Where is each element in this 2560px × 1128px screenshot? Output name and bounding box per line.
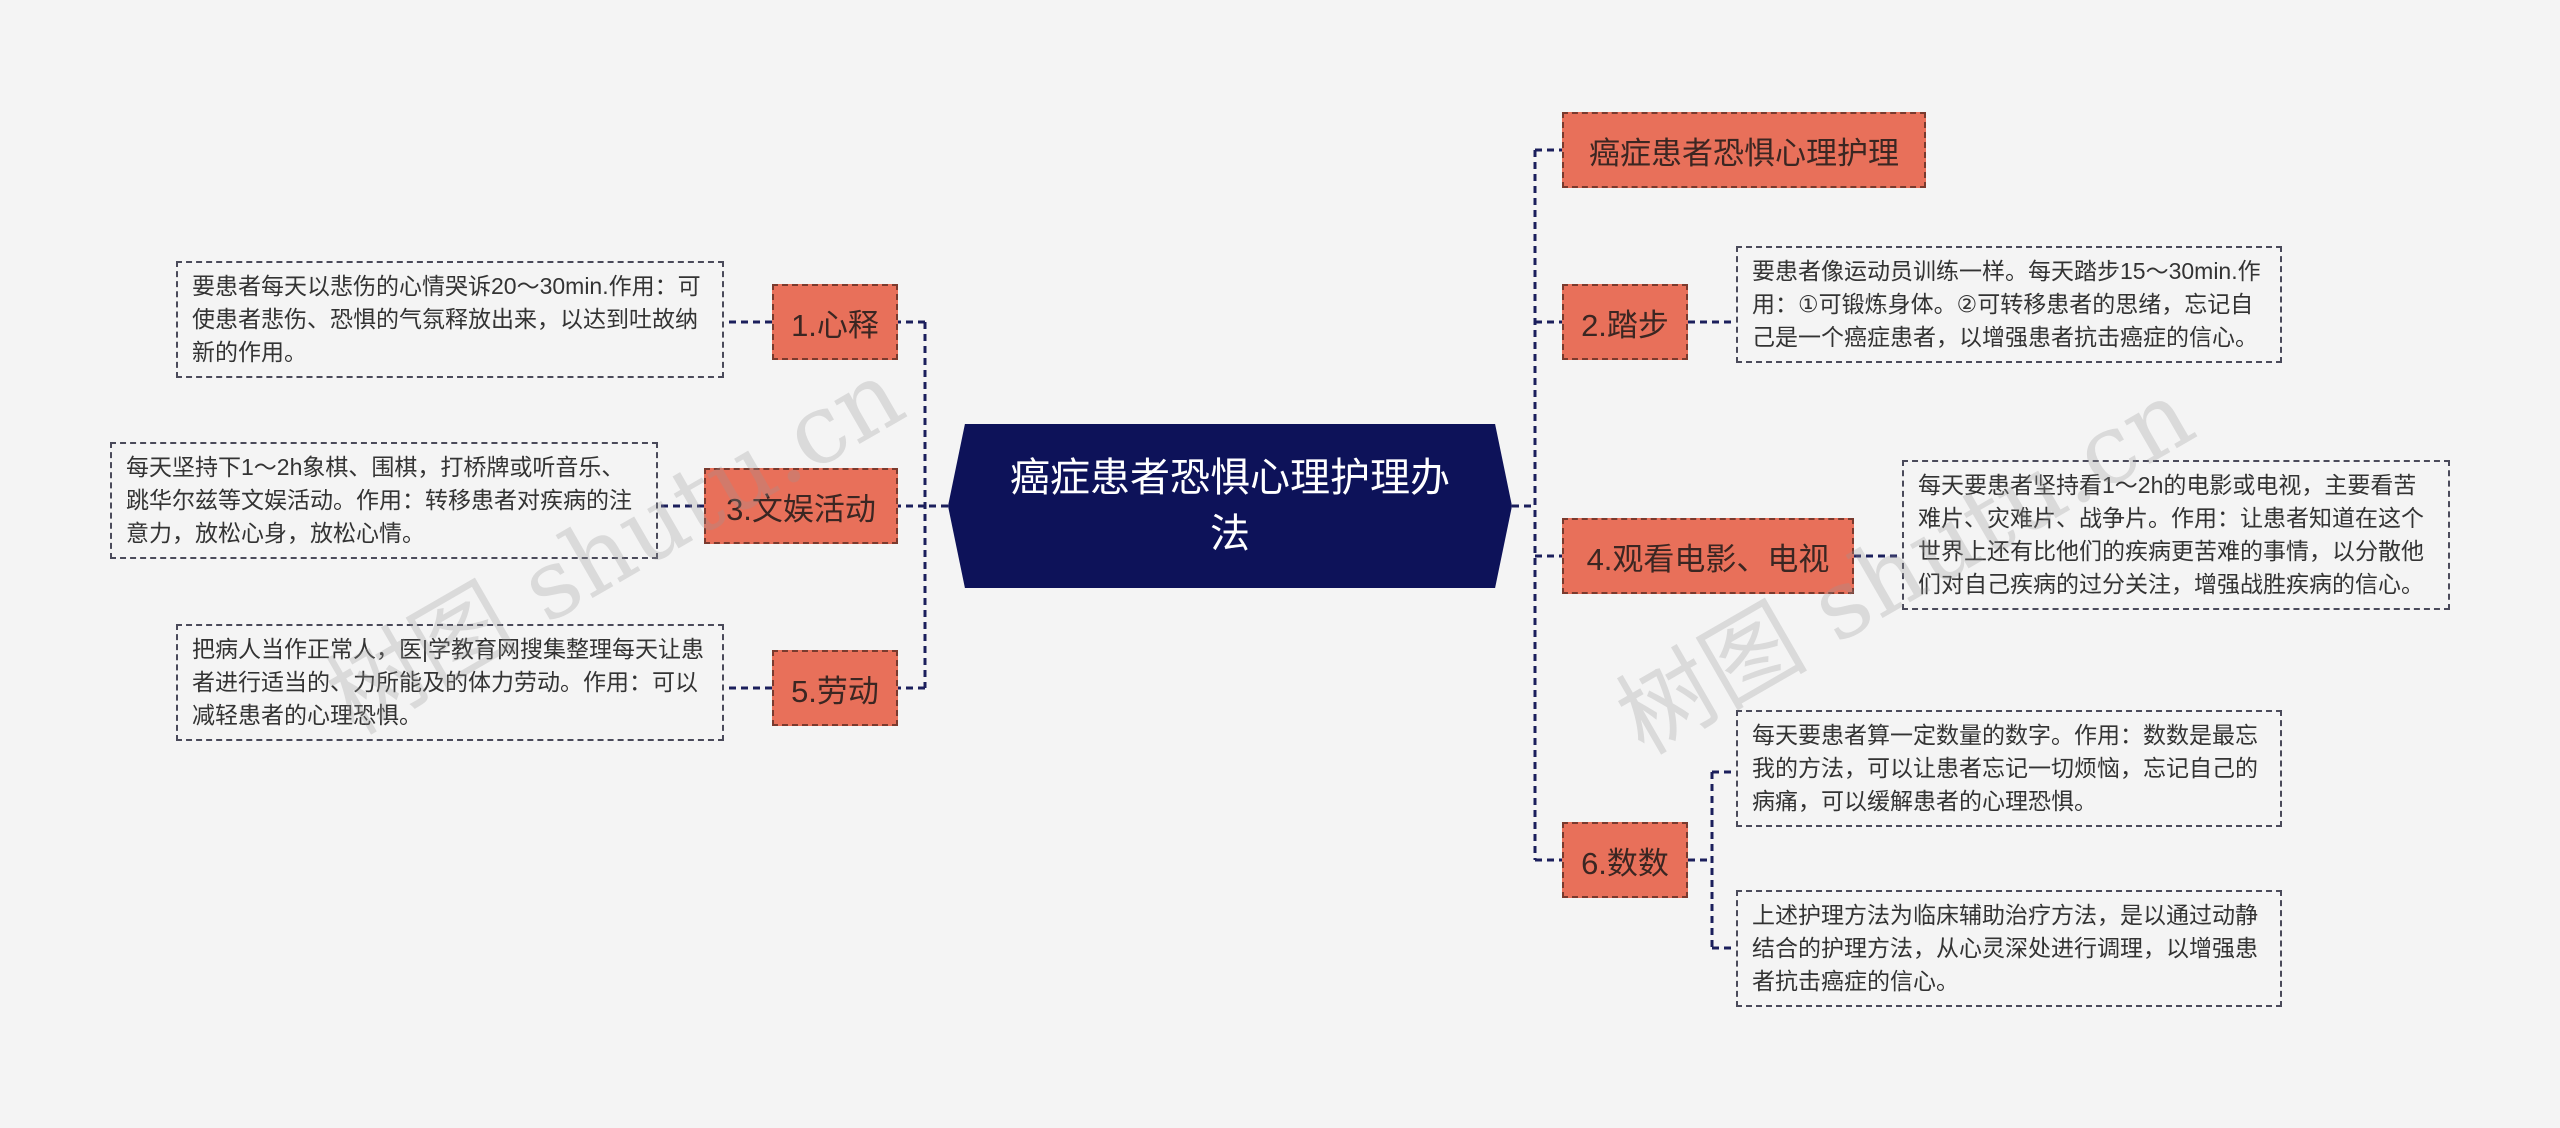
branch-2-label: 2.踏步: [1581, 307, 1669, 343]
note-5[interactable]: 把病人当作正常人，医|学教育网搜集整理每天让患者进行适当的、力所能及的体力劳动。…: [176, 624, 724, 741]
note-6b-text: 上述护理方法为临床辅助治疗方法，是以通过动静结合的护理方法，从心灵深处进行调理，…: [1752, 902, 2258, 994]
branch-4[interactable]: 4.观看电影、电视: [1562, 518, 1854, 594]
branch-3[interactable]: 3.文娱活动: [704, 468, 898, 544]
note-3[interactable]: 每天坚持下1～2h象棋、围棋，打桥牌或听音乐、跳华尔兹等文娱活动。作用：转移患者…: [110, 442, 658, 559]
branch-6[interactable]: 6.数数: [1562, 822, 1688, 898]
note-6a-text: 每天要患者算一定数量的数字。作用：数数是最忘我的方法，可以让患者忘记一切烦恼，忘…: [1752, 722, 2258, 814]
note-6b[interactable]: 上述护理方法为临床辅助治疗方法，是以通过动静结合的护理方法，从心灵深处进行调理，…: [1736, 890, 2282, 1007]
note-6a[interactable]: 每天要患者算一定数量的数字。作用：数数是最忘我的方法，可以让患者忘记一切烦恼，忘…: [1736, 710, 2282, 827]
branch-4-label: 4.观看电影、电视: [1586, 541, 1830, 577]
branch-title[interactable]: 癌症患者恐惧心理护理: [1562, 112, 1926, 188]
note-4[interactable]: 每天要患者坚持看1～2h的电影或电视，主要看苦难片、灾难片、战争片。作用：让患者…: [1902, 460, 2450, 610]
branch-1[interactable]: 1.心释: [772, 284, 898, 360]
note-2[interactable]: 要患者像运动员训练一样。每天踏步15～30min.作用：①可锻炼身体。②可转移患…: [1736, 246, 2282, 363]
note-1-text: 要患者每天以悲伤的心情哭诉20～30min.作用：可使患者悲伤、恐惧的气氛释放出…: [192, 273, 701, 365]
branch-5[interactable]: 5.劳动: [772, 650, 898, 726]
branch-title-label: 癌症患者恐惧心理护理: [1589, 135, 1899, 171]
note-4-text: 每天要患者坚持看1～2h的电影或电视，主要看苦难片、灾难片、战争片。作用：让患者…: [1918, 472, 2424, 597]
note-2-text: 要患者像运动员训练一样。每天踏步15～30min.作用：①可锻炼身体。②可转移患…: [1752, 258, 2261, 350]
note-3-text: 每天坚持下1～2h象棋、围棋，打桥牌或听音乐、跳华尔兹等文娱活动。作用：转移患者…: [126, 454, 632, 546]
connector-branch6-split: [1688, 770, 1736, 950]
branch-5-label: 5.劳动: [791, 673, 879, 709]
branch-2[interactable]: 2.踏步: [1562, 284, 1688, 360]
branch-3-label: 3.文娱活动: [726, 491, 876, 527]
branch-1-label: 1.心释: [791, 307, 879, 343]
note-5-text: 把病人当作正常人，医|学教育网搜集整理每天让患者进行适当的、力所能及的体力劳动。…: [192, 636, 704, 728]
root-label: 癌症患者恐惧心理护理办法: [1010, 456, 1450, 556]
root-node[interactable]: 癌症患者恐惧心理护理办法: [948, 424, 1512, 588]
branch-6-label: 6.数数: [1581, 845, 1669, 881]
note-1[interactable]: 要患者每天以悲伤的心情哭诉20～30min.作用：可使患者悲伤、恐惧的气氛释放出…: [176, 261, 724, 378]
